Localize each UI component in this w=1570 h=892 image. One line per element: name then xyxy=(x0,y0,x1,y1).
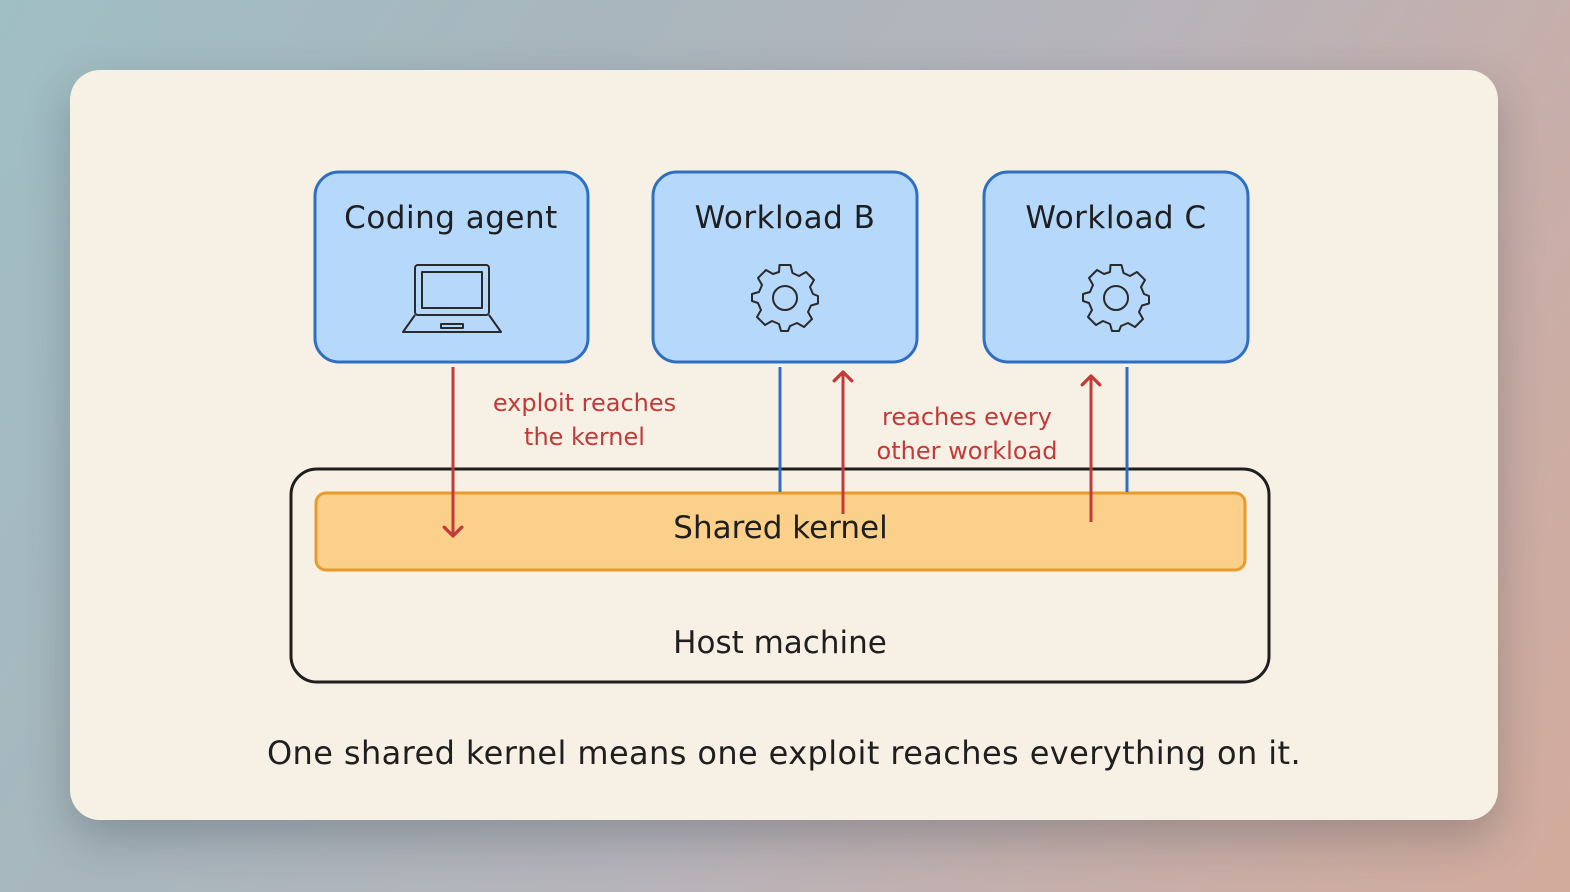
host-machine-label: Host machine xyxy=(673,625,887,661)
workload-box-coding-agent xyxy=(313,170,590,364)
exploit-annotation: exploit reaches the kernel xyxy=(492,389,677,451)
workload-box-c xyxy=(982,170,1250,364)
shared-kernel-bar xyxy=(314,491,1247,572)
diagram-canvas xyxy=(289,170,1271,684)
workload-title-c: Workload C xyxy=(1025,200,1207,236)
gear-icon xyxy=(751,264,819,332)
laptop-icon xyxy=(402,264,502,333)
workload-box-b xyxy=(651,170,919,364)
workload-title-coding-agent: Coding agent xyxy=(344,200,558,236)
shared-kernel-label: Shared kernel xyxy=(673,510,888,546)
diagram-caption: One shared kernel means one exploit reac… xyxy=(266,734,1302,772)
diagram-card: Coding agent Workload B Workload C explo… xyxy=(70,70,1498,820)
gear-icon xyxy=(1082,264,1150,332)
workload-title-b: Workload B xyxy=(694,200,876,236)
reach-annotation: reaches every other workload xyxy=(876,403,1058,465)
